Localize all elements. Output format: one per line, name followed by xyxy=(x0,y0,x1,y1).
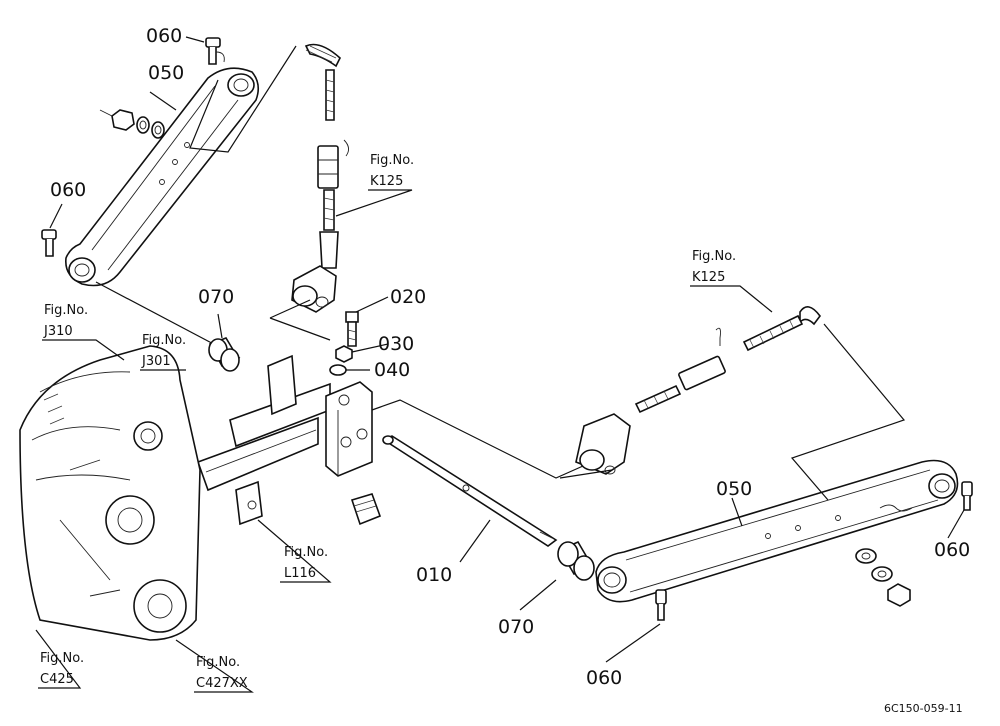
fig-ref-j310: J310 xyxy=(43,324,73,339)
fig-label-k125-right: Fig.No. xyxy=(692,249,736,264)
bracket-right xyxy=(575,413,631,475)
part-label-010: 010 xyxy=(416,564,452,586)
lynch-pin-top xyxy=(205,37,225,65)
fig-ref-j301: J301 xyxy=(141,354,171,369)
nut-washers-right xyxy=(855,548,911,607)
fig-ref-c425: C425 xyxy=(40,672,74,687)
part-label-070-left: 070 xyxy=(198,286,234,308)
fig-ref-k125-right: K125 xyxy=(692,270,725,285)
lynch-pin-left xyxy=(41,229,57,257)
part-label-070-bottom: 070 xyxy=(498,616,534,638)
part-label-040: 040 xyxy=(374,359,410,381)
bracket-assembly xyxy=(196,354,382,526)
bolt-020 xyxy=(345,311,359,347)
part-label-050-right: 050 xyxy=(716,478,752,500)
fig-label-j310: Fig.No. xyxy=(44,303,88,318)
bracket-top-left xyxy=(291,265,337,313)
part-label-060-right: 060 xyxy=(934,539,970,561)
nut-washers-left xyxy=(99,109,165,139)
cross-shaft-010 xyxy=(382,435,558,547)
washer-040 xyxy=(329,364,347,376)
fig-label-c427xx: Fig.No. xyxy=(196,655,240,670)
fig-label-k125-top: Fig.No. xyxy=(370,153,414,168)
part-label-060-left: 060 xyxy=(50,179,86,201)
part-label-020: 020 xyxy=(390,286,426,308)
part-label-060-bottom: 060 xyxy=(586,667,622,689)
part-label-030: 030 xyxy=(378,333,414,355)
drawing-code: 6C150-059-11 xyxy=(884,702,963,715)
lower-link-left xyxy=(65,67,260,287)
fig-ref-c427xx: C427XX xyxy=(196,676,248,691)
nut-030 xyxy=(335,345,353,363)
part-label-060-top: 060 xyxy=(146,25,182,47)
fig-ref-k125-top: K125 xyxy=(370,174,403,189)
collar-070-bottom xyxy=(557,540,595,581)
lower-link-right xyxy=(595,459,959,603)
part-label-050-left: 050 xyxy=(148,62,184,84)
lift-rod-top xyxy=(304,43,349,269)
collar-070-left xyxy=(208,337,240,372)
lift-rod-right xyxy=(634,306,822,414)
transmission-housing xyxy=(19,345,201,641)
fig-ref-l116: L116 xyxy=(284,566,316,581)
fig-label-j301: Fig.No. xyxy=(142,333,186,348)
lynch-pin-bottom xyxy=(655,589,667,621)
fig-label-l116: Fig.No. xyxy=(284,545,328,560)
fig-label-c425: Fig.No. xyxy=(40,651,84,666)
lynch-pin-right xyxy=(961,481,973,511)
